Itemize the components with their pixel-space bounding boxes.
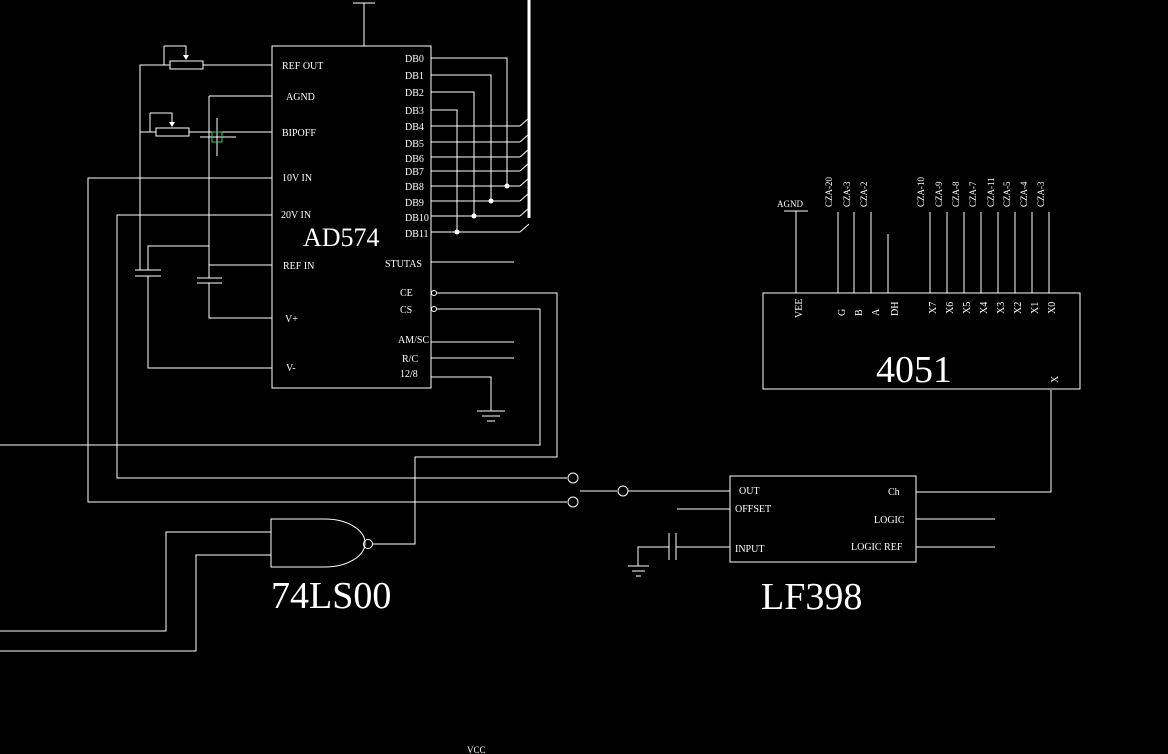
ad574-pin-db1: DB1 [405, 71, 424, 82]
ad574-body [271, 45, 432, 389]
mux-title: 4051 [876, 349, 952, 391]
mux-pin-x0: X0 [1047, 302, 1058, 314]
lf398-pin-logic: LOGIC [874, 515, 905, 526]
mux-pin-x6: X6 [945, 302, 956, 314]
mux-pin-x1: X1 [1030, 302, 1041, 314]
mux-label-cza-3b: CZA-3 [1036, 181, 1046, 207]
ad574-pin-stutas: STUTAS [385, 259, 422, 270]
ad574-pin-agnd: AGND [286, 92, 315, 103]
top-supply-wire [353, 2, 375, 46]
data-bus [431, 0, 531, 235]
mux-pin-x5: X5 [962, 302, 973, 314]
ad574-pin-db11: DB11 [405, 229, 429, 240]
lf398-title: LF398 [761, 576, 862, 618]
nand-body [270, 518, 366, 568]
ad574-pin-ref-out: REF OUT [282, 61, 323, 72]
mux-pin-x2: X2 [1013, 302, 1024, 314]
ad574-pin-10v-in: 10V IN [282, 173, 312, 184]
mux-label-cza-3a: CZA-3 [842, 181, 852, 207]
nand-gate[interactable]: 74LS00 [0, 518, 391, 652]
mux-label-cza-20: CZA-20 [824, 177, 834, 207]
mux-pin-x: X [1050, 375, 1061, 383]
mux-top-labels: CZA-20 CZA-3 CZA-2 CZA-10 CZA-9 CZA-8 CZ… [824, 177, 1046, 207]
ad574-pin-db0: DB0 [405, 54, 424, 65]
mux-label-cza-10: CZA-10 [916, 177, 926, 207]
lf398-pin-logic-ref: LOGIC REF [851, 542, 903, 553]
ad574-pin-bipoff: BIPOFF [282, 128, 316, 139]
mux-pin-dh: DH [890, 302, 901, 316]
mux-label-cza-9: CZA-9 [934, 181, 944, 207]
lf398-pin-offset: OFFSET [735, 504, 771, 515]
mux-body [762, 292, 1081, 390]
cad-cursor[interactable] [200, 118, 236, 156]
mux-pin-b: B [854, 309, 865, 316]
ad574-pin-cs: CS [400, 305, 412, 316]
ad574-title: AD574 [303, 223, 380, 252]
ad574-pin-amsc: AM/SC [398, 335, 429, 346]
mux-pin-x4: X4 [979, 302, 990, 314]
analog-input-network [87, 45, 567, 503]
ad574-pin-20v-in: 20V IN [281, 210, 311, 221]
control-wires [0, 261, 558, 545]
mux-pin-labels: VEE G B A DH X7 X6 X5 X4 X3 X2 X1 X0 [794, 299, 1058, 318]
mux-label-cza-11: CZA-11 [986, 177, 996, 207]
ad574-pin-rc: R/C [402, 354, 418, 365]
ad574-pin-db10: DB10 [405, 213, 429, 224]
ad574-pin-db3: DB3 [405, 106, 424, 117]
nand-title: 74LS00 [271, 575, 391, 617]
mux-label-cza-2: CZA-2 [859, 182, 869, 208]
mux-label-agnd: AGND [777, 199, 803, 209]
ad574-chip[interactable]: AD574 REF OUT AGND BIPOFF 10V IN 20V IN … [271, 45, 432, 389]
mux-input-wires [837, 212, 1050, 293]
lf398-chip[interactable]: OUT OFFSET INPUT Ch LOGIC LOGIC REF LF39… [628, 390, 1052, 618]
ad574-pin-vplus: V+ [285, 314, 298, 325]
ad574-pin-db7: DB7 [405, 167, 424, 178]
ad574-pin-vminus: V- [286, 363, 296, 374]
switch-contacts[interactable] [567, 472, 730, 508]
mux-pin-a: A [871, 308, 882, 316]
mux-pin-x3: X3 [996, 302, 1007, 314]
mux-pin-x7: X7 [928, 302, 939, 314]
ad574-pin-db9: DB9 [405, 198, 424, 209]
mux-label-cza-7: CZA-7 [968, 181, 978, 207]
ad574-pin-db8: DB8 [405, 182, 424, 193]
ad574-pin-db4: DB4 [405, 122, 424, 133]
mux-label-cza-8: CZA-8 [951, 181, 961, 207]
lf398-pin-input: INPUT [735, 544, 764, 555]
ad574-pin-ref-in: REF IN [283, 261, 314, 272]
ad574-pin-12-8: 12/8 [400, 369, 418, 380]
ad574-pin-db6: DB6 [405, 154, 424, 165]
mux-label-cza-4: CZA-4 [1019, 181, 1029, 207]
mux-4051-chip[interactable]: 4051 X AGND CZA-20 CZA-3 CZA-2 CZA-10 CZ… [762, 177, 1081, 391]
ad574-pin-db2: DB2 [405, 88, 424, 99]
mux-pin-vee: VEE [794, 299, 805, 318]
nand-bubble [363, 539, 373, 549]
mux-label-cza-5: CZA-5 [1002, 181, 1012, 207]
vcc-label: VCC [467, 745, 486, 754]
lf398-pin-ch: Ch [888, 487, 900, 498]
lf398-pin-out: OUT [739, 486, 760, 497]
ad574-pin-ce: CE [400, 288, 413, 299]
ad574-pin-db5: DB5 [405, 139, 424, 150]
mux-pin-g: G [837, 309, 848, 316]
